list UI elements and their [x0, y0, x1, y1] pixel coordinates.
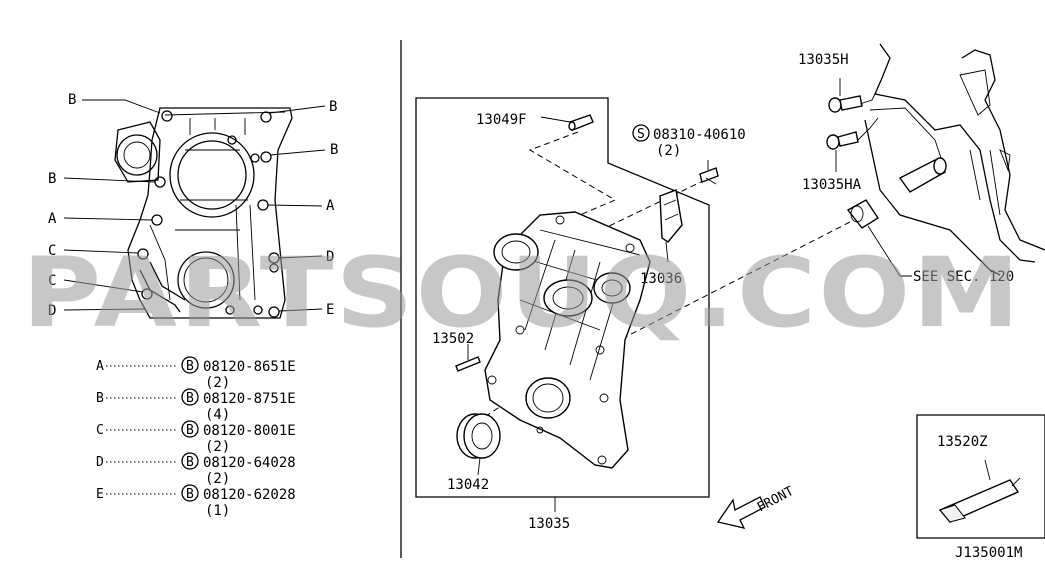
bolt-symbol: B [186, 487, 194, 502]
screw-label: S 08310-40610 (2) [632, 124, 746, 159]
screw-symbol: S [637, 127, 645, 142]
oil-seal-13042[interactable] [456, 413, 501, 476]
inset-13520z[interactable] [916, 414, 1045, 539]
label-13036: 13036 [640, 271, 682, 287]
label-screw-qty: (2) [656, 143, 681, 159]
callout-c-2: C [48, 273, 56, 289]
callout-c-1: C [48, 243, 56, 259]
engine-block-view [826, 43, 1045, 277]
watermark: PARTSOUQ.COM [22, 237, 1022, 349]
label-08310-40610: 08310-40610 [653, 127, 746, 143]
pin-13502[interactable] [455, 344, 481, 372]
bolt-symbol: B [186, 455, 194, 470]
legend-qty-e: (1) [205, 503, 230, 519]
callout-b-1: B [68, 92, 76, 108]
legend-qty-a: (2) [205, 375, 230, 391]
dowel-pin-13049f[interactable] [540, 114, 594, 131]
legend-part-e: 08120-62028 [203, 487, 296, 503]
front-label: FRONT [755, 484, 797, 516]
exploded-view [415, 97, 851, 512]
callout-d-2: D [48, 303, 56, 319]
callout-b-4: B [48, 171, 56, 187]
legend-part-d: 08120-64028 [203, 455, 296, 471]
label-13502: 13502 [432, 331, 474, 347]
label-13035: 13035 [528, 516, 570, 532]
svg-text:D: D [96, 455, 104, 470]
gasket-13036[interactable] [659, 189, 683, 263]
legend-part-a: 08120-8651E [203, 359, 296, 375]
diagram-code: J135001M [955, 545, 1022, 561]
svg-text:A: A [96, 359, 104, 374]
bolt-symbol: B [186, 359, 194, 374]
label-13049f: 13049F [476, 112, 527, 128]
legend-qty-b: (4) [205, 407, 230, 423]
callout-e-1: E [326, 302, 334, 318]
svg-text:B: B [96, 391, 104, 406]
bolt-legend: A B 08120-8651E (2) B B 08120-8751E (4) … [96, 356, 296, 519]
legend-row-c[interactable]: C B 08120-8001E (2) [96, 420, 296, 455]
callout-letters: B B B B A A C C D D E [48, 92, 338, 319]
label-13520z: 13520Z [937, 434, 988, 450]
bolt-13035h[interactable] [828, 78, 863, 113]
front-arrow: FRONT [716, 484, 797, 529]
bolt-symbol: B [186, 391, 194, 406]
callout-d-1: D [326, 249, 334, 265]
callout-a-1: A [48, 211, 57, 227]
callout-b-3: B [330, 142, 338, 158]
legend-row-e[interactable]: E B 08120-62028 (1) [96, 484, 296, 519]
legend-qty-c: (2) [205, 439, 230, 455]
legend-qty-d: (2) [205, 471, 230, 487]
sleeve-see-sec-120[interactable] [846, 199, 912, 277]
label-see-sec-120: SEE SEC. 120 [913, 269, 1014, 285]
callout-b-2: B [329, 99, 337, 115]
legend-row-b[interactable]: B B 08120-8751E (4) [96, 388, 296, 423]
svg-text:E: E [96, 487, 104, 502]
label-13035ha: 13035HA [802, 177, 862, 193]
legend-row-d[interactable]: D B 08120-64028 (2) [96, 452, 296, 487]
label-13035h: 13035H [798, 52, 849, 68]
timing-cover-13035[interactable] [484, 211, 651, 469]
left-cover-view [63, 99, 326, 319]
legend-part-b: 08120-8751E [203, 391, 296, 407]
bolt-symbol: B [186, 423, 194, 438]
svg-text:C: C [96, 423, 104, 438]
legend-row-a[interactable]: A B 08120-8651E (2) [96, 356, 296, 391]
label-13042: 13042 [447, 477, 489, 493]
bolt-13035ha[interactable] [826, 131, 859, 172]
screw-08310-40610[interactable] [699, 160, 719, 185]
legend-part-c: 08120-8001E [203, 423, 296, 439]
callout-a-2: A [326, 198, 335, 214]
